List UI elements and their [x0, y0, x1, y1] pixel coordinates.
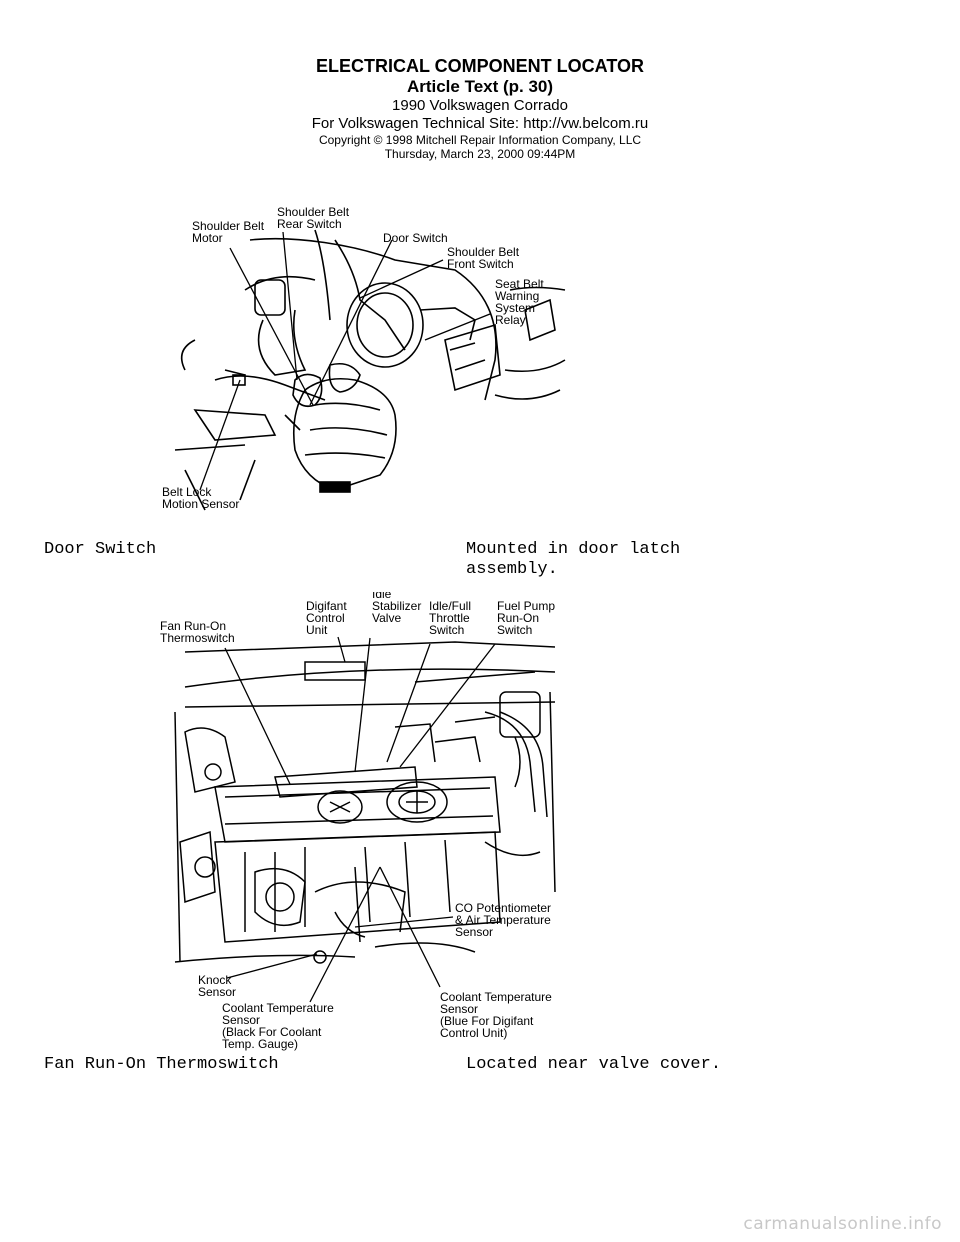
label-coolant-blue: Coolant Temperature [440, 990, 552, 1004]
label-shoulder-belt-rear-2: Rear Switch [277, 217, 342, 231]
label-door-switch: Door Switch [383, 231, 448, 245]
label-shoulder-belt-front-2: Front Switch [447, 257, 514, 271]
label-coolant-blue-2: Sensor [440, 1002, 478, 1016]
label-seat-belt-relay-4: Relay [495, 313, 526, 327]
label-fuel-pump-3: Switch [497, 623, 532, 637]
label-shoulder-belt-motor: Shoulder Belt [192, 219, 265, 233]
label-shoulder-belt-front: Shoulder Belt [447, 245, 520, 259]
label-coolant-black-4: Temp. Gauge) [222, 1037, 298, 1051]
label-shoulder-belt-rear: Shoulder Belt [277, 205, 350, 219]
label-digifant: Digifant [306, 599, 347, 613]
entry-fan-runon-name: Fan Run-On Thermoswitch [44, 1055, 279, 1074]
entry-door-switch-location-1: Mounted in door latch [466, 540, 681, 559]
label-fan-runon-2: Thermoswitch [160, 631, 235, 645]
label-coolant-blue-4: Control Unit) [440, 1026, 507, 1040]
engine-bay-figure: Fan Run-On Thermoswitch Digifant Control… [155, 592, 575, 1062]
label-idle-full-2: Throttle [429, 611, 470, 625]
label-coolant-black: Coolant Temperature [222, 1001, 334, 1015]
engine-bay-illustration: Fan Run-On Thermoswitch Digifant Control… [160, 592, 556, 1051]
label-fuel-pump-2: Run-On [497, 611, 539, 625]
label-co-potentiometer: CO Potentiometer [455, 901, 551, 915]
label-digifant-2: Control [306, 611, 345, 625]
page-subtitle: Article Text (p. 30) [406, 77, 554, 96]
date-line: Thursday, March 23, 2000 09:44PM [384, 147, 576, 161]
label-fuel-pump: Fuel Pump [497, 599, 555, 613]
label-coolant-blue-3: (Blue For Digifant [440, 1014, 534, 1028]
entry-door-switch-location-2: assembly. [466, 560, 558, 579]
label-digifant-3: Unit [306, 623, 328, 637]
copyright-line: Copyright © 1998 Mitchell Repair Informa… [318, 133, 642, 147]
label-idle-stabilizer-3: Valve [372, 611, 401, 625]
vehicle-line: 1990 Volkswagen Corrado [392, 97, 568, 114]
label-idle-stabilizer: Idle [372, 592, 392, 601]
entry-fan-runon-location: Located near valve cover. [466, 1055, 722, 1074]
label-knock-sensor: Knock [198, 973, 232, 987]
page-title: ELECTRICAL COMPONENT LOCATOR [316, 56, 644, 76]
label-idle-stabilizer-2: Stabilizer [372, 599, 421, 613]
label-coolant-black-2: Sensor [222, 1013, 260, 1027]
label-seat-belt-relay: Seat Belt [495, 277, 544, 291]
label-shoulder-belt-motor-2: Motor [192, 231, 223, 245]
label-belt-lock: Belt Lock [162, 485, 212, 499]
seat-belt-figure: Shoulder Belt Motor Shoulder Belt Rear S… [155, 200, 575, 520]
label-co-potentiometer-2: & Air Temperature [455, 913, 551, 927]
label-idle-full: Idle/Full [429, 599, 471, 613]
label-seat-belt-relay-3: System [495, 301, 535, 315]
page-header: ELECTRICAL COMPONENT LOCATOR Article Tex… [0, 56, 960, 161]
site-line: For Volkswagen Technical Site: http://vw… [311, 115, 649, 132]
seat-belt-illustration: Shoulder Belt Motor Shoulder Belt Rear S… [162, 205, 566, 511]
label-coolant-black-3: (Black For Coolant [222, 1025, 322, 1039]
label-co-potentiometer-3: Sensor [455, 925, 493, 939]
entry-door-switch-name: Door Switch [44, 540, 157, 559]
watermark: carmanualsonline.info [743, 1214, 942, 1234]
label-idle-full-3: Switch [429, 623, 464, 637]
label-belt-lock-2: Motion Sensor [162, 497, 239, 511]
label-seat-belt-relay-2: Warning [495, 289, 539, 303]
label-knock-sensor-2: Sensor [198, 985, 236, 999]
label-fan-runon: Fan Run-On [160, 619, 226, 633]
